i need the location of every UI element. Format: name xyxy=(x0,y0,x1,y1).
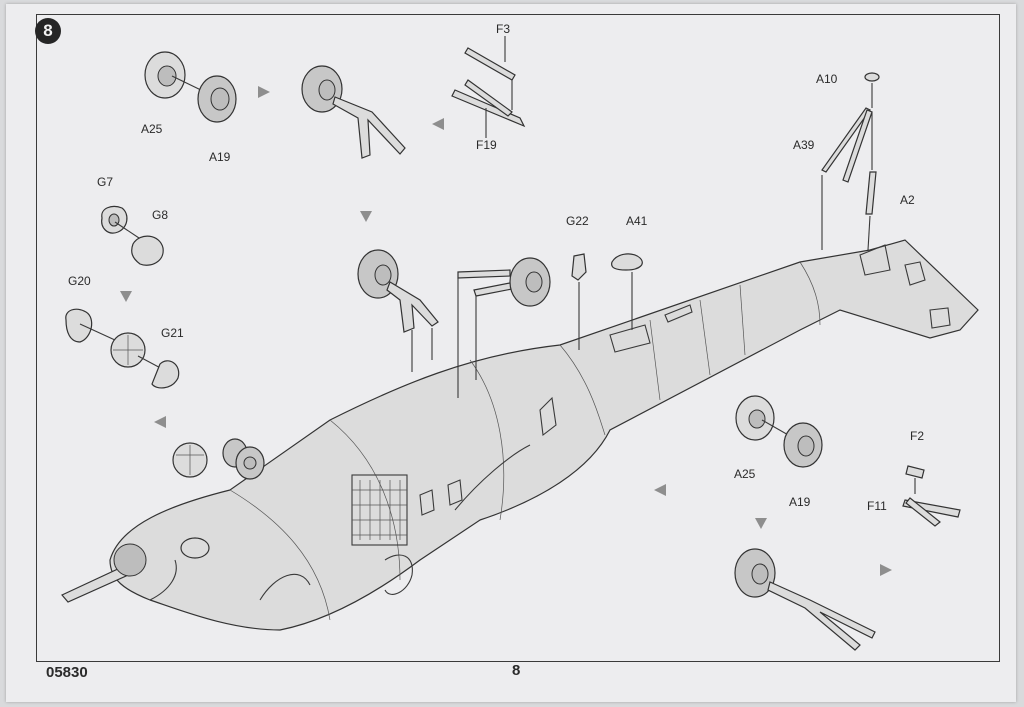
part-g20 xyxy=(65,308,93,343)
step-number-badge: 8 xyxy=(35,18,61,44)
main-gear-assembly-center-right xyxy=(457,257,551,307)
part-a39 xyxy=(821,107,873,183)
part-f2 xyxy=(905,465,925,479)
helicopter-fuselage xyxy=(61,239,979,631)
wheel-a19-top xyxy=(197,75,237,123)
part-g21 xyxy=(151,360,180,389)
part-label-f11: F11 xyxy=(867,499,887,513)
strut-f19 xyxy=(451,79,526,128)
wheel-a25-top xyxy=(144,51,186,99)
kit-number: 05830 xyxy=(46,664,88,681)
main-gear-assembly-top xyxy=(301,65,406,159)
part-label-a39: A39 xyxy=(793,138,815,152)
ball-mount xyxy=(110,332,146,368)
wheel-a25-bottom xyxy=(735,395,775,441)
part-label-a25-bottom: A25 xyxy=(734,467,756,481)
part-a10 xyxy=(864,72,880,82)
part-label-a25: A25 xyxy=(141,122,163,136)
wheel-a19-bottom xyxy=(783,422,823,468)
part-label-a19: A19 xyxy=(209,150,231,164)
part-label-g22: G22 xyxy=(566,214,589,228)
part-label-g21: G21 xyxy=(161,326,184,340)
strut-f11 xyxy=(902,497,961,527)
part-label-g8: G8 xyxy=(152,208,169,222)
part-a41 xyxy=(611,253,643,271)
part-label-f3: F3 xyxy=(496,22,511,36)
part-label-a2: A2 xyxy=(900,193,915,207)
main-gear-assembly-bottom xyxy=(734,548,876,651)
part-g22 xyxy=(571,253,587,281)
part-label-g7: G7 xyxy=(97,175,114,189)
part-a2 xyxy=(865,171,877,215)
part-g8 xyxy=(131,235,164,266)
part-label-f19: F19 xyxy=(476,138,497,152)
part-g7 xyxy=(101,205,128,234)
main-gear-assembly-center xyxy=(357,249,439,333)
part-label-a10: A10 xyxy=(816,72,838,86)
page-number: 8 xyxy=(512,662,521,679)
step-arrow-icon xyxy=(120,86,892,576)
part-label-g20: G20 xyxy=(68,274,91,288)
part-label-f2: F2 xyxy=(910,429,925,443)
part-label-a41: A41 xyxy=(626,214,648,228)
strut-f3 xyxy=(464,47,516,81)
part-label-a19-bottom: A19 xyxy=(789,495,811,509)
step-frame xyxy=(36,14,1000,662)
